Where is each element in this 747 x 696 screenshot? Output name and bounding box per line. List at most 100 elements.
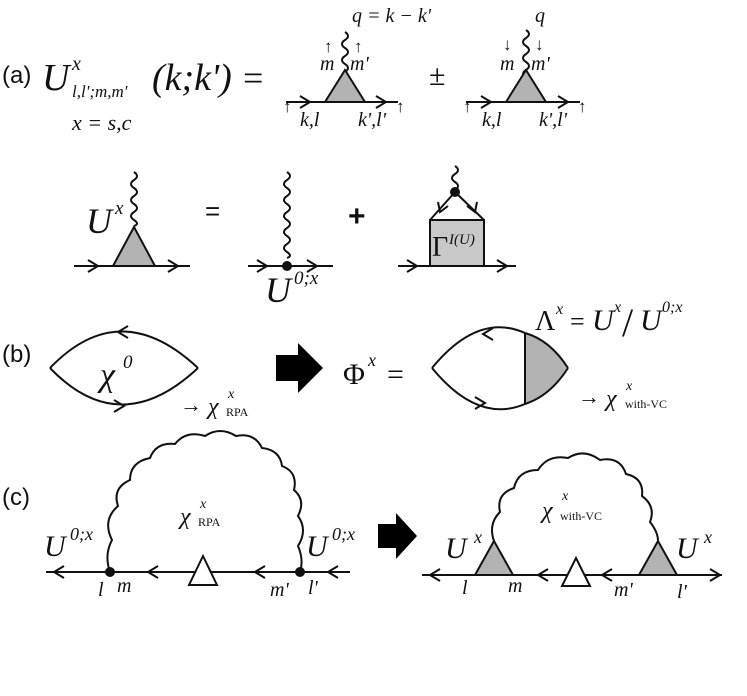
implication-arrow-icon xyxy=(378,513,417,559)
arrow-out xyxy=(306,259,319,273)
arrow-right xyxy=(709,568,722,582)
mprime-label: m' xyxy=(270,579,289,601)
vc-right-sup: x xyxy=(703,527,712,547)
arrow-left xyxy=(116,325,129,339)
dressed-vertex-triangle xyxy=(473,538,515,576)
bare-interaction-wave xyxy=(283,171,291,259)
mprime-label: m' xyxy=(614,579,633,601)
x-definition: x = s,c xyxy=(71,110,132,135)
arrow xyxy=(466,201,478,214)
arrow-right xyxy=(474,396,487,410)
kl-label: k,l xyxy=(300,109,320,131)
rpa-chi: χ xyxy=(178,504,192,530)
l-label: l xyxy=(98,579,104,601)
rpa-arrow: → xyxy=(180,392,202,417)
bare-vertex-U: U xyxy=(265,270,293,310)
arrow-out xyxy=(167,259,180,273)
arrow-out xyxy=(496,259,509,273)
vc-arrow: → xyxy=(578,384,600,409)
bubble-phi: Φ x = Λ x = U x / U 0;x → χ x with-VC xyxy=(343,299,682,412)
left-vertex-sup: 0;x xyxy=(70,524,93,544)
rpa-chi: χ xyxy=(206,394,220,420)
lower-propagator xyxy=(49,367,199,406)
vertex-triangle xyxy=(111,224,157,267)
panel-b-label: (b) xyxy=(2,341,31,368)
interaction-wave xyxy=(130,171,138,227)
eq2-plus: + xyxy=(348,200,366,233)
panel-a-lhs: U x l,l';m,m' (k;k') = x = s,c xyxy=(42,53,263,135)
fermion-line xyxy=(454,191,485,221)
lprime-label: l' xyxy=(677,581,688,603)
q-label: q xyxy=(535,5,545,27)
arrow xyxy=(437,201,449,214)
diagram-a2: q ↓ ↓ m m' ↑ ↑ k,l k',l' xyxy=(463,5,587,131)
arrow-left xyxy=(253,565,266,579)
phi-superscript: x xyxy=(367,350,376,370)
vertex-correction-shade xyxy=(525,333,568,404)
panel-a-label: (a) xyxy=(2,62,31,89)
phi-symbol: Φ xyxy=(343,358,365,391)
plus-minus-sign: ± xyxy=(429,59,445,92)
arrow-left xyxy=(326,565,339,579)
spin-up-arrow: ↑ xyxy=(324,37,333,56)
m-label: m xyxy=(500,53,514,75)
dressed-vertex-triangle xyxy=(637,538,679,576)
self-energy-rpa: U 0;x U 0;x χ x RPA l m m' l' xyxy=(44,430,355,601)
rpa-subscript: RPA xyxy=(226,405,249,419)
vertex-dot xyxy=(105,567,115,577)
panel-c-label: (c) xyxy=(2,484,30,511)
upper-propagator xyxy=(49,330,199,369)
rpa-sup: x xyxy=(199,497,207,512)
kl-label: k,l xyxy=(482,109,502,131)
arrow-in xyxy=(406,259,419,273)
arrow-in xyxy=(480,95,493,109)
lambda-denominator-sup: 0;x xyxy=(662,299,682,316)
vc-subscript: with-VC xyxy=(625,397,667,411)
lambda-denominator: U xyxy=(640,304,664,337)
gamma-symbol: Γ xyxy=(432,232,448,263)
interaction-wave xyxy=(451,165,459,191)
vc-sup: x xyxy=(561,489,569,504)
lhs-equals: = xyxy=(243,58,263,98)
chi0-superscript: 0 xyxy=(123,352,133,373)
arrow-left xyxy=(52,565,65,579)
diagram-a1: q = k − k' ↑ ↑ m m' ↑ ↑ k,l k',l' xyxy=(283,5,432,131)
implication-arrow-icon xyxy=(276,343,323,393)
vertex-equation: U x = U 0;x + Γ I(U) xyxy=(74,165,516,310)
kprime-lprime-label: k',l' xyxy=(539,109,568,131)
spin-down-arrow: ↓ xyxy=(503,35,512,54)
bare-vertex-dot xyxy=(282,261,292,271)
lambda-symbol: Λ xyxy=(535,306,556,337)
lhs-args: (k;k') xyxy=(152,57,232,99)
lhs-subscript: l,l';m,m' xyxy=(72,82,128,101)
mprime-label: m' xyxy=(531,53,550,75)
vc-left-U: U xyxy=(445,532,469,565)
eq2-lhs-U: U xyxy=(86,201,114,241)
right-vertex-U: U xyxy=(306,530,330,563)
vc-wavy-line xyxy=(491,452,659,542)
rpa-sub: RPA xyxy=(198,515,221,529)
vc-left-sup: x xyxy=(473,527,482,547)
arrow-left xyxy=(146,565,159,579)
q-definition: q = k − k' xyxy=(352,5,432,27)
bubble-chi0: χ 0 → χ x RPA xyxy=(49,325,249,420)
bare-vertex-superscript: 0;x xyxy=(294,268,319,289)
lambda-numerator: U xyxy=(592,304,616,337)
lambda-numerator-sup: x xyxy=(613,299,621,316)
upper-propagator xyxy=(431,326,569,369)
self-energy-vc: U x U x χ x with-VC l m m' l' xyxy=(422,452,722,603)
rpa-superscript: x xyxy=(227,387,235,402)
arrow-left xyxy=(536,568,549,582)
m-label: m xyxy=(320,53,334,75)
eq2-equals: = xyxy=(205,196,220,226)
m-label: m xyxy=(508,575,522,597)
vc-right-U: U xyxy=(676,532,700,565)
fermion-line xyxy=(429,191,456,221)
spin-up-arrow: ↑ xyxy=(283,97,292,116)
green-function-triangle xyxy=(187,553,219,586)
spin-up-arrow: ↑ xyxy=(396,97,405,116)
arrow-out xyxy=(375,95,388,109)
arrow-in xyxy=(87,259,100,273)
spin-up-arrow: ↑ xyxy=(578,97,587,116)
